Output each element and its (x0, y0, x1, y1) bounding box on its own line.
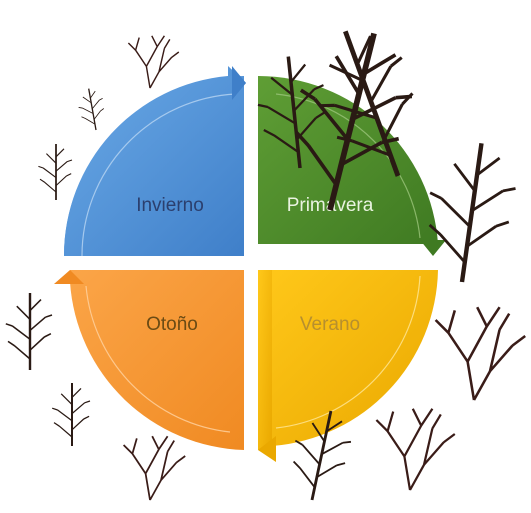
seaweed-specimen-icon (127, 35, 180, 89)
season-label-otono: Otoño (146, 314, 198, 335)
quadrant-primavera: Primavera (258, 75, 446, 256)
seaweed-specimen-icon (418, 137, 521, 287)
seaweed-specimen-icon (434, 305, 527, 402)
season-label-invierno: Invierno (136, 195, 204, 216)
seaweed-specimen-icon (75, 85, 109, 133)
quadrant-verano: Verano (258, 270, 438, 462)
seaweed-specimen-icon (51, 382, 91, 447)
quadrant-otono: Otoño (54, 270, 244, 450)
seaweed-specimen-icon (122, 435, 187, 501)
seaweed-specimen-icon (375, 407, 456, 492)
seaweed-specimen-icon (4, 291, 54, 372)
seaweed-specimen-icon (37, 143, 73, 201)
season-label-verano: Verano (300, 314, 360, 335)
quadrant-invierno: Invierno (63, 66, 246, 257)
